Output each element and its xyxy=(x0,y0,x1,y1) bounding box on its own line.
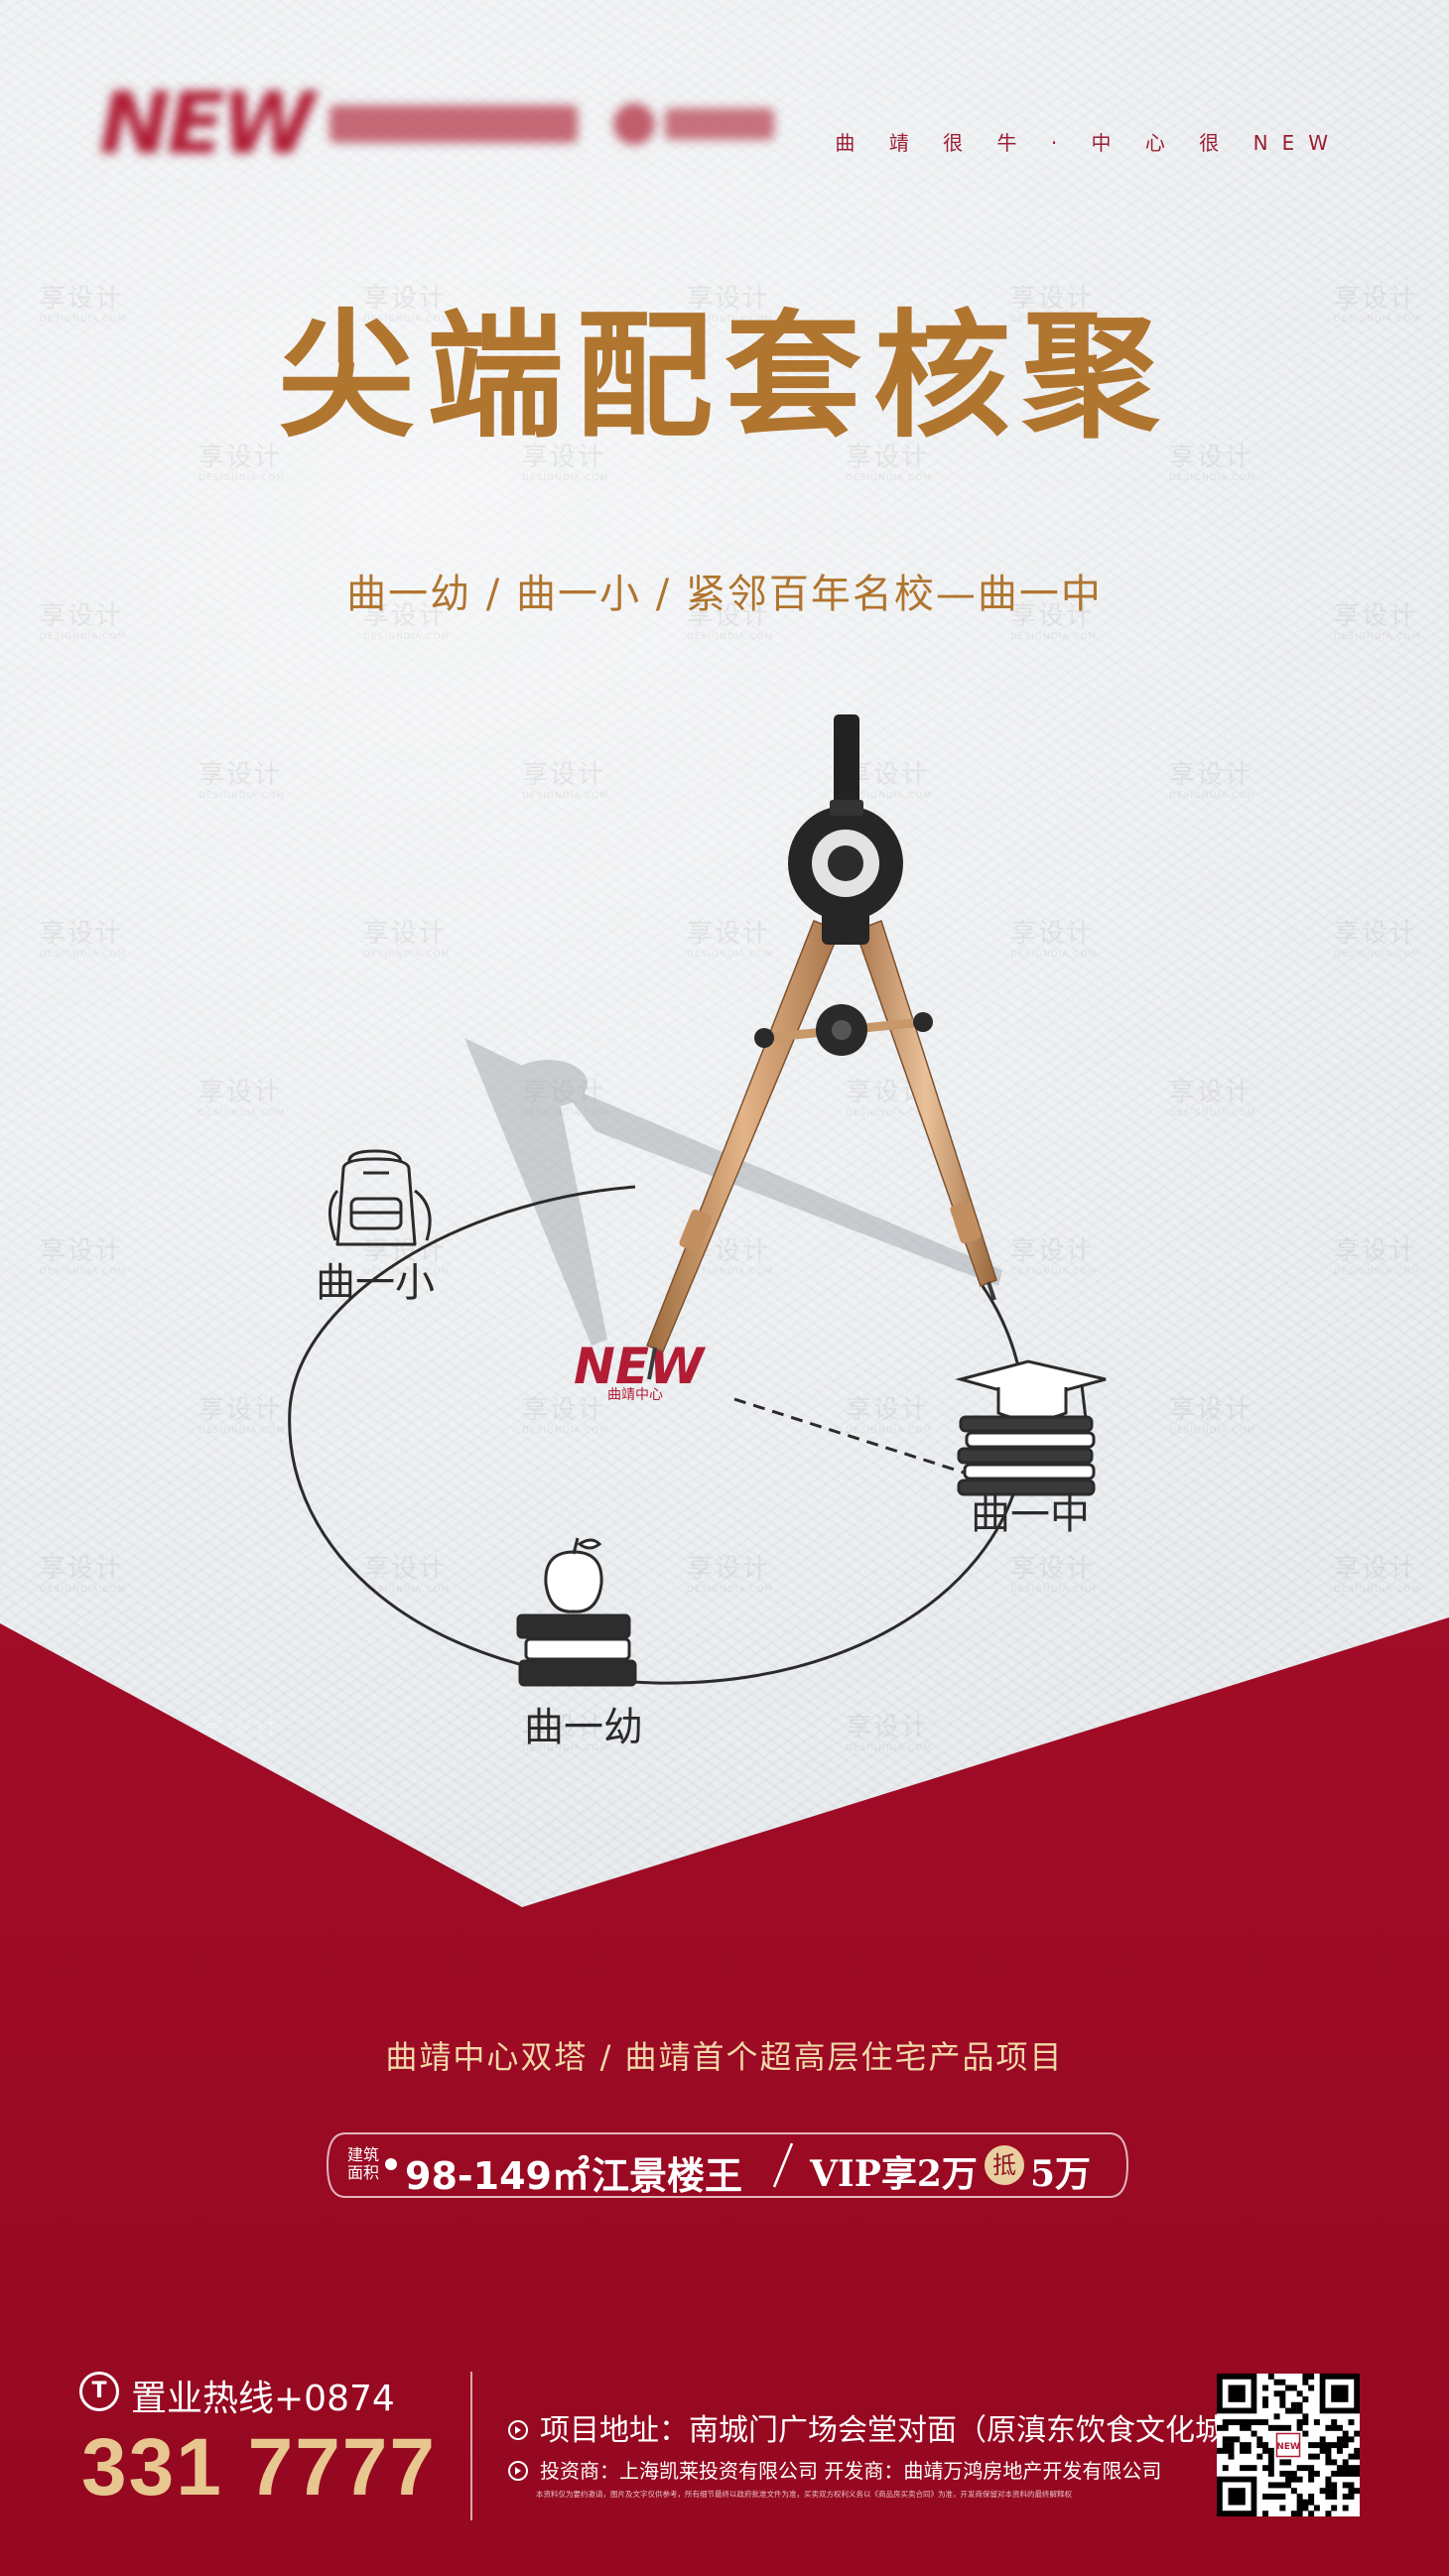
svg-text:曲靖中心: 曲靖中心 xyxy=(607,1387,663,1403)
compass-shadow xyxy=(464,1038,1002,1346)
project-tagline: 曲靖中心双塔 / 曲靖首个超高层住宅产品项目 xyxy=(385,2038,1064,2076)
label-kindergarten: 曲一幼 xyxy=(524,1705,643,1750)
label-middle-school: 曲一中 xyxy=(971,1492,1090,1538)
hotline-label: 置业热线+0874 xyxy=(131,2379,395,2419)
schools-subtitle: 曲一幼 / 曲一小 / 紧邻百年名校—曲一中 xyxy=(346,572,1103,617)
apple-books-icon xyxy=(516,1537,637,1687)
radius-dashed-line xyxy=(733,1397,984,1481)
vip-offer-prefix: VIP享2万 xyxy=(810,2153,978,2195)
phone-icon: T xyxy=(79,2372,119,2411)
area-dot-icon xyxy=(385,2158,397,2170)
vip-offer-badge: 抵 xyxy=(985,2145,1024,2185)
label-primary-school: 曲一小 xyxy=(316,1260,435,1306)
backpack-icon xyxy=(329,1149,432,1246)
project-address: 项目地址：南城门广场会堂对面（原滇东饮食文化城） xyxy=(508,2405,1254,2449)
area-label-bottom: 面积 xyxy=(346,2163,379,2182)
area-title: 江景楼王 xyxy=(592,2154,743,2198)
play-bullet-icon xyxy=(508,2460,528,2481)
spec-bar-frame xyxy=(326,2132,1129,2198)
developer-logo-name xyxy=(664,108,774,140)
legal-disclaimer: 本资料仅为要约邀请，图片及文字仅供参考，所有细节最终以政府批准文件为准，买卖双方… xyxy=(536,2490,1072,2499)
area-label-top: 建筑 xyxy=(346,2145,379,2164)
svg-text:NEW: NEW xyxy=(1276,2442,1300,2452)
investor-info: 投资商：上海凯莱投资有限公司 开发商：曲靖万鸿房地产开发有限公司 xyxy=(508,2455,1161,2484)
qr-code-icon: NEW xyxy=(1217,2374,1361,2517)
slogan: 曲 靖 很 牛 · 中 心 很 NEW xyxy=(835,131,1342,155)
page-title: 尖端配套核聚 xyxy=(277,295,1171,456)
area-value: 98-149㎡ xyxy=(405,2154,590,2198)
vip-offer-suffix: 5万 xyxy=(1030,2153,1092,2195)
spec-bar: 建筑 面积 98-149㎡ 江景楼王 VIP享2万 抵 5万 xyxy=(326,2131,1129,2199)
project-address-text: 项目地址：南城门广场会堂对面（原滇东饮食文化城） xyxy=(540,2413,1254,2448)
qr-code[interactable]: NEW xyxy=(1217,2374,1361,2517)
footer-divider xyxy=(470,2372,472,2520)
brand-logo-text: NEW xyxy=(99,74,316,174)
hotline-number[interactable]: 331 7777 xyxy=(81,2422,438,2512)
compass-center-logo: NEW 曲靖中心 xyxy=(574,1338,707,1403)
brand-logo-name xyxy=(329,105,578,143)
developer-logo-icon xyxy=(612,103,655,145)
play-bullet-icon xyxy=(508,2419,528,2440)
graduation-books-icon xyxy=(955,1359,1107,1496)
svg-text:NEW: NEW xyxy=(574,1338,707,1395)
investor-info-text: 投资商：上海凯莱投资有限公司 开发商：曲靖万鸿房地产开发有限公司 xyxy=(540,2459,1162,2483)
brand-logo: NEW xyxy=(99,74,814,174)
drawing-compass-icon xyxy=(646,714,997,1380)
